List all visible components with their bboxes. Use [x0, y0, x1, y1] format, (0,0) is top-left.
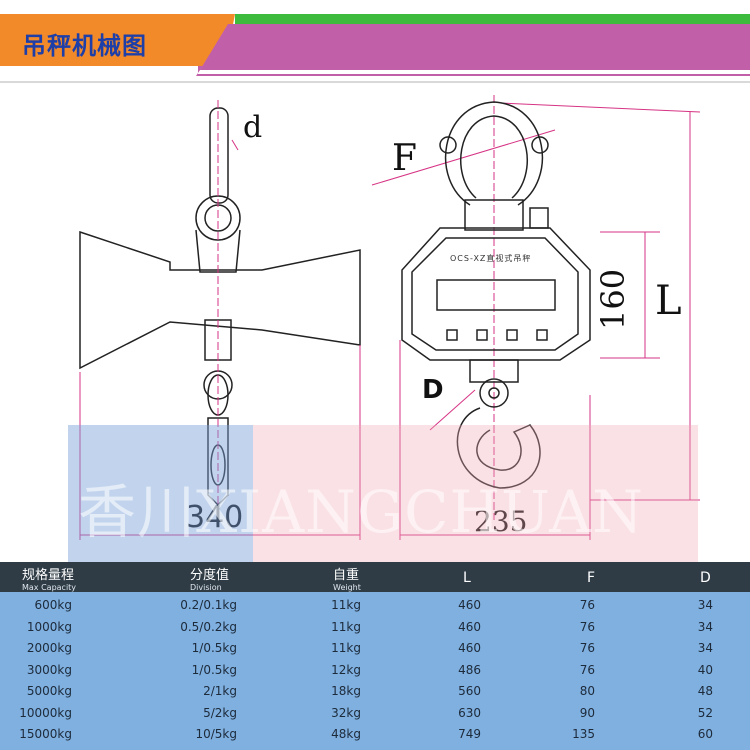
table-cell: 12kg [331, 662, 361, 677]
table-cell: 460 [458, 598, 481, 612]
table-cell: 90 [579, 705, 595, 720]
display-window [436, 279, 556, 311]
table-row: 3000kg 1/0.5kg 12kg 486 76 40 [0, 661, 750, 682]
table-cell: 76 [579, 598, 595, 612]
table-cell: 1/0.5kg [191, 662, 237, 677]
table-cell: 76 [579, 619, 595, 634]
table-cell: 11kg [331, 598, 361, 612]
table-cell: 2000kg [26, 641, 72, 655]
table-row: 1000kg 0.5/0.2kg 11kg 460 76 34 [0, 618, 750, 639]
table-cell: 3000kg [26, 662, 72, 677]
dim-235: 235 [474, 505, 528, 538]
device-label: OCS-XZ直视式吊秤 [450, 254, 532, 263]
table-cell: 2/1kg [203, 684, 237, 698]
table-cell: 34 [697, 598, 713, 612]
dim-160: 160 [594, 268, 632, 330]
table-row: 600kg 0.2/0.1kg 11kg 460 76 34 [0, 596, 750, 617]
header-D: D [700, 570, 711, 586]
hook-front [456, 407, 541, 489]
shackle-front [444, 101, 544, 206]
table-cell: 11kg [331, 641, 361, 655]
table-cell: 749 [458, 727, 481, 741]
table-cell: 34 [697, 641, 713, 655]
table-cell: 18kg [331, 684, 361, 698]
header-F: F [587, 570, 596, 586]
bottom-hook-side [207, 417, 229, 507]
table-cell: 80 [579, 684, 595, 698]
table-cell: 76 [579, 662, 595, 677]
table-row: 5000kg 2/1kg 18kg 560 80 48 [0, 682, 750, 703]
table-cell: 11kg [331, 619, 361, 634]
label-d: d [243, 110, 263, 145]
table-cell: 1/0.5kg [191, 641, 237, 655]
scale-body-side [79, 230, 361, 370]
table-row: 2000kg 1/0.5kg 11kg 460 76 34 [0, 639, 750, 660]
page-title: 吊秤机械图 [22, 32, 147, 60]
table-cell: 15000kg [19, 727, 72, 741]
table-cell: 5000kg [26, 684, 72, 698]
table-cell: 34 [697, 619, 713, 634]
table-cell: 135 [572, 727, 595, 741]
table-cell: 460 [458, 619, 481, 634]
top-shackle-pin [209, 107, 229, 204]
table-cell: 1000kg [26, 619, 72, 634]
table-cell: 600kg [34, 598, 72, 612]
drawing-svg [79, 95, 701, 540]
table-cell: 76 [579, 641, 595, 655]
label-L: L [655, 278, 682, 324]
header-L: L [463, 570, 471, 586]
table-cell: 48kg [331, 727, 361, 741]
table-cell: 460 [458, 641, 481, 655]
table-cell: 0.5/0.2kg [180, 619, 237, 634]
table-cell: 560 [458, 684, 481, 698]
label-D: D [422, 375, 444, 405]
indicator-housing [401, 227, 591, 361]
table-cell: 40 [697, 662, 713, 677]
table-cell: 630 [458, 705, 481, 720]
table-cell: 52 [697, 705, 713, 720]
table-cell: 486 [458, 662, 481, 677]
table-cell: 10000kg [19, 705, 72, 720]
label-F: F [392, 138, 417, 179]
dim-340: 340 [186, 500, 244, 535]
table-cell: 60 [697, 727, 713, 741]
mechanical-drawing: d F D L 160 340 235 OCS-XZ直视式吊秤 [0, 90, 750, 560]
table-cell: 10/5kg [195, 727, 237, 741]
table-cell: 0.2/0.1kg [180, 598, 237, 612]
table-cell: 48 [697, 684, 713, 698]
table-row: 15000kg 10/5kg 48kg 749 135 60 [0, 725, 750, 746]
header-banner: 吊秤机械图 [0, 0, 750, 90]
banner-graphic [0, 14, 750, 83]
table-row: 10000kg 5/2kg 32kg 630 90 52 [0, 704, 750, 725]
table-cell: 32kg [331, 705, 361, 720]
table-cell: 5/2kg [203, 705, 237, 720]
